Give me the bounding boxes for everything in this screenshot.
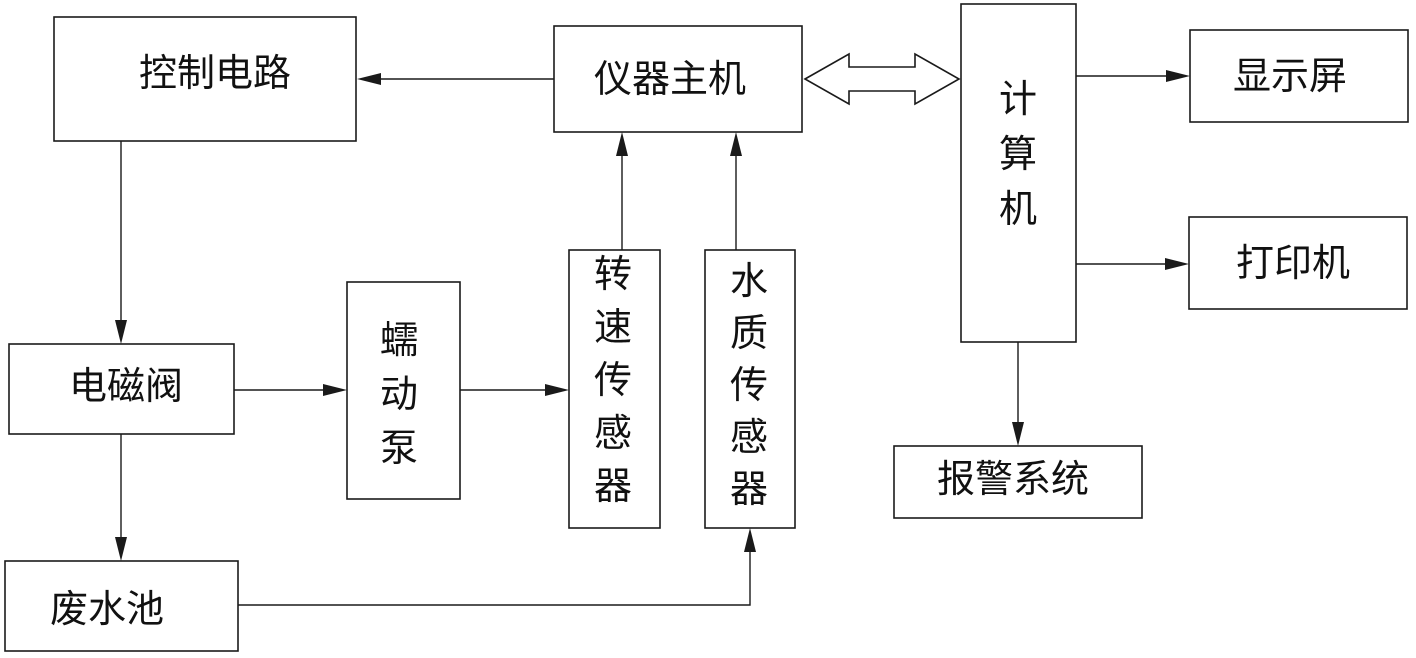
node-alarm-system: 报警系统 [893, 445, 1143, 519]
edge-host-computer-bidirectional [803, 52, 961, 106]
edge-host-to-control-circuit [357, 73, 554, 85]
edge-computer-to-display [1076, 70, 1190, 82]
node-computer: 计算机 [960, 3, 1077, 343]
node-waste-pool: 废水池 [4, 560, 239, 652]
node-alarm-system-label: 报警系统 [937, 457, 1089, 501]
node-solenoid-valve-label: 电磁阀 [69, 364, 183, 408]
node-host: 仪器主机 [553, 25, 803, 133]
edge-computer-to-printer [1076, 258, 1189, 270]
node-computer-label: 计算机 [999, 77, 1037, 231]
edge-control-circuit-to-solenoid-valve [115, 141, 127, 344]
node-control-circuit: 控制电路 [53, 16, 357, 142]
edge-computer-to-alarm-system [1012, 342, 1024, 446]
node-display: 显示屏 [1189, 29, 1409, 123]
node-speed-sensor: 转速传感器 [568, 249, 661, 529]
edge-speed-sensor-to-host [616, 132, 628, 250]
edge-pump-to-speed-sensor [460, 384, 569, 396]
node-display-label: 显示屏 [1233, 54, 1347, 98]
node-speed-sensor-label: 转速传感器 [594, 252, 632, 508]
edge-solenoid-valve-to-pump [234, 384, 347, 396]
node-waste-pool-label: 废水池 [50, 587, 164, 631]
node-control-circuit-label: 控制电路 [139, 51, 291, 95]
node-water-quality-sensor: 水质传感器 [704, 249, 796, 529]
node-printer: 打印机 [1188, 216, 1408, 310]
node-water-quality-sensor-label: 水质传感器 [730, 259, 768, 511]
node-printer-label: 打印机 [1236, 241, 1350, 285]
node-host-label: 仪器主机 [594, 57, 746, 101]
edge-solenoid-valve-to-waste-pool [115, 434, 127, 561]
node-peristaltic-pump-label: 蠕动泵 [380, 318, 418, 470]
node-peristaltic-pump: 蠕动泵 [346, 281, 461, 500]
edge-waste-pool-to-water-quality-sensor [238, 528, 756, 606]
edge-water-quality-sensor-to-host [730, 132, 742, 250]
node-solenoid-valve: 电磁阀 [8, 343, 235, 435]
